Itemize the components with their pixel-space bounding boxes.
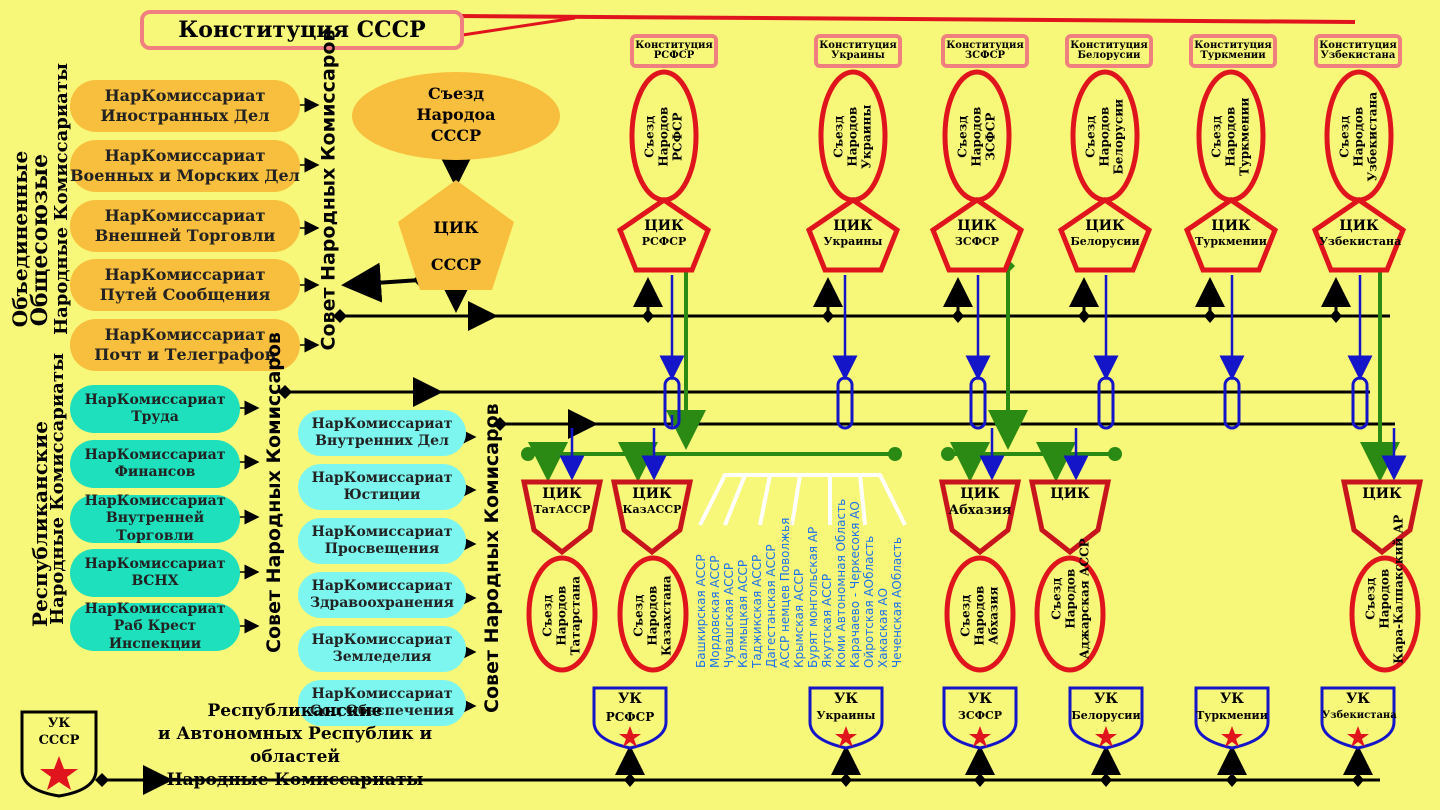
asr-item: Башкирская АССР: [694, 554, 708, 668]
asr-item: Мордовская АССР: [708, 555, 722, 668]
ussr-congress-shape: [352, 72, 560, 160]
asr-item: Калмыцкая АССР: [736, 559, 750, 668]
ussr-cik-shape: [398, 180, 514, 290]
label-republic-commissariats: Народные Комиссариаты: [47, 352, 69, 625]
asr-item: Хакаская АО: [876, 587, 890, 668]
cik-karakalpak: ЦИК: [1362, 486, 1402, 502]
asr-item: Дагестанская АССР: [764, 544, 778, 668]
asr-item: Карачаево - Черкесокя АО: [848, 501, 862, 668]
label-all-union: Общесоюзые: [26, 153, 53, 327]
label-union-commissariats: Народные Комиссариаты: [51, 62, 73, 335]
asr-item: Чувашская АССР: [722, 562, 736, 668]
asr-item: Коми Автономная Область: [834, 498, 848, 668]
constitution-line: [455, 14, 1356, 24]
asr-item: Чеченская АОбласть: [890, 537, 904, 668]
asr-item: Бурят монгольская АР: [806, 526, 820, 668]
sovnarkom-autonomy: Совет Народных Комисаров: [481, 403, 504, 713]
asr-item: АССР немцев Поволжья: [778, 517, 792, 668]
asr-item: Крымская АССР: [792, 568, 806, 668]
page-title: Конституция СССР: [140, 10, 464, 50]
ussr-uk-shield: [20, 710, 98, 798]
sovnarkom-union: Совет Народных Комиссаров: [317, 29, 340, 351]
cik-adjara: ЦИК: [1050, 486, 1090, 502]
sovnarkom-republic: Совет Народных Комисcаров: [263, 332, 286, 653]
asr-item: Якутская АССР: [820, 573, 834, 668]
asr-item: Таджикская АССР: [750, 554, 764, 668]
asr-item: Ойротская АОбласть: [862, 535, 876, 668]
